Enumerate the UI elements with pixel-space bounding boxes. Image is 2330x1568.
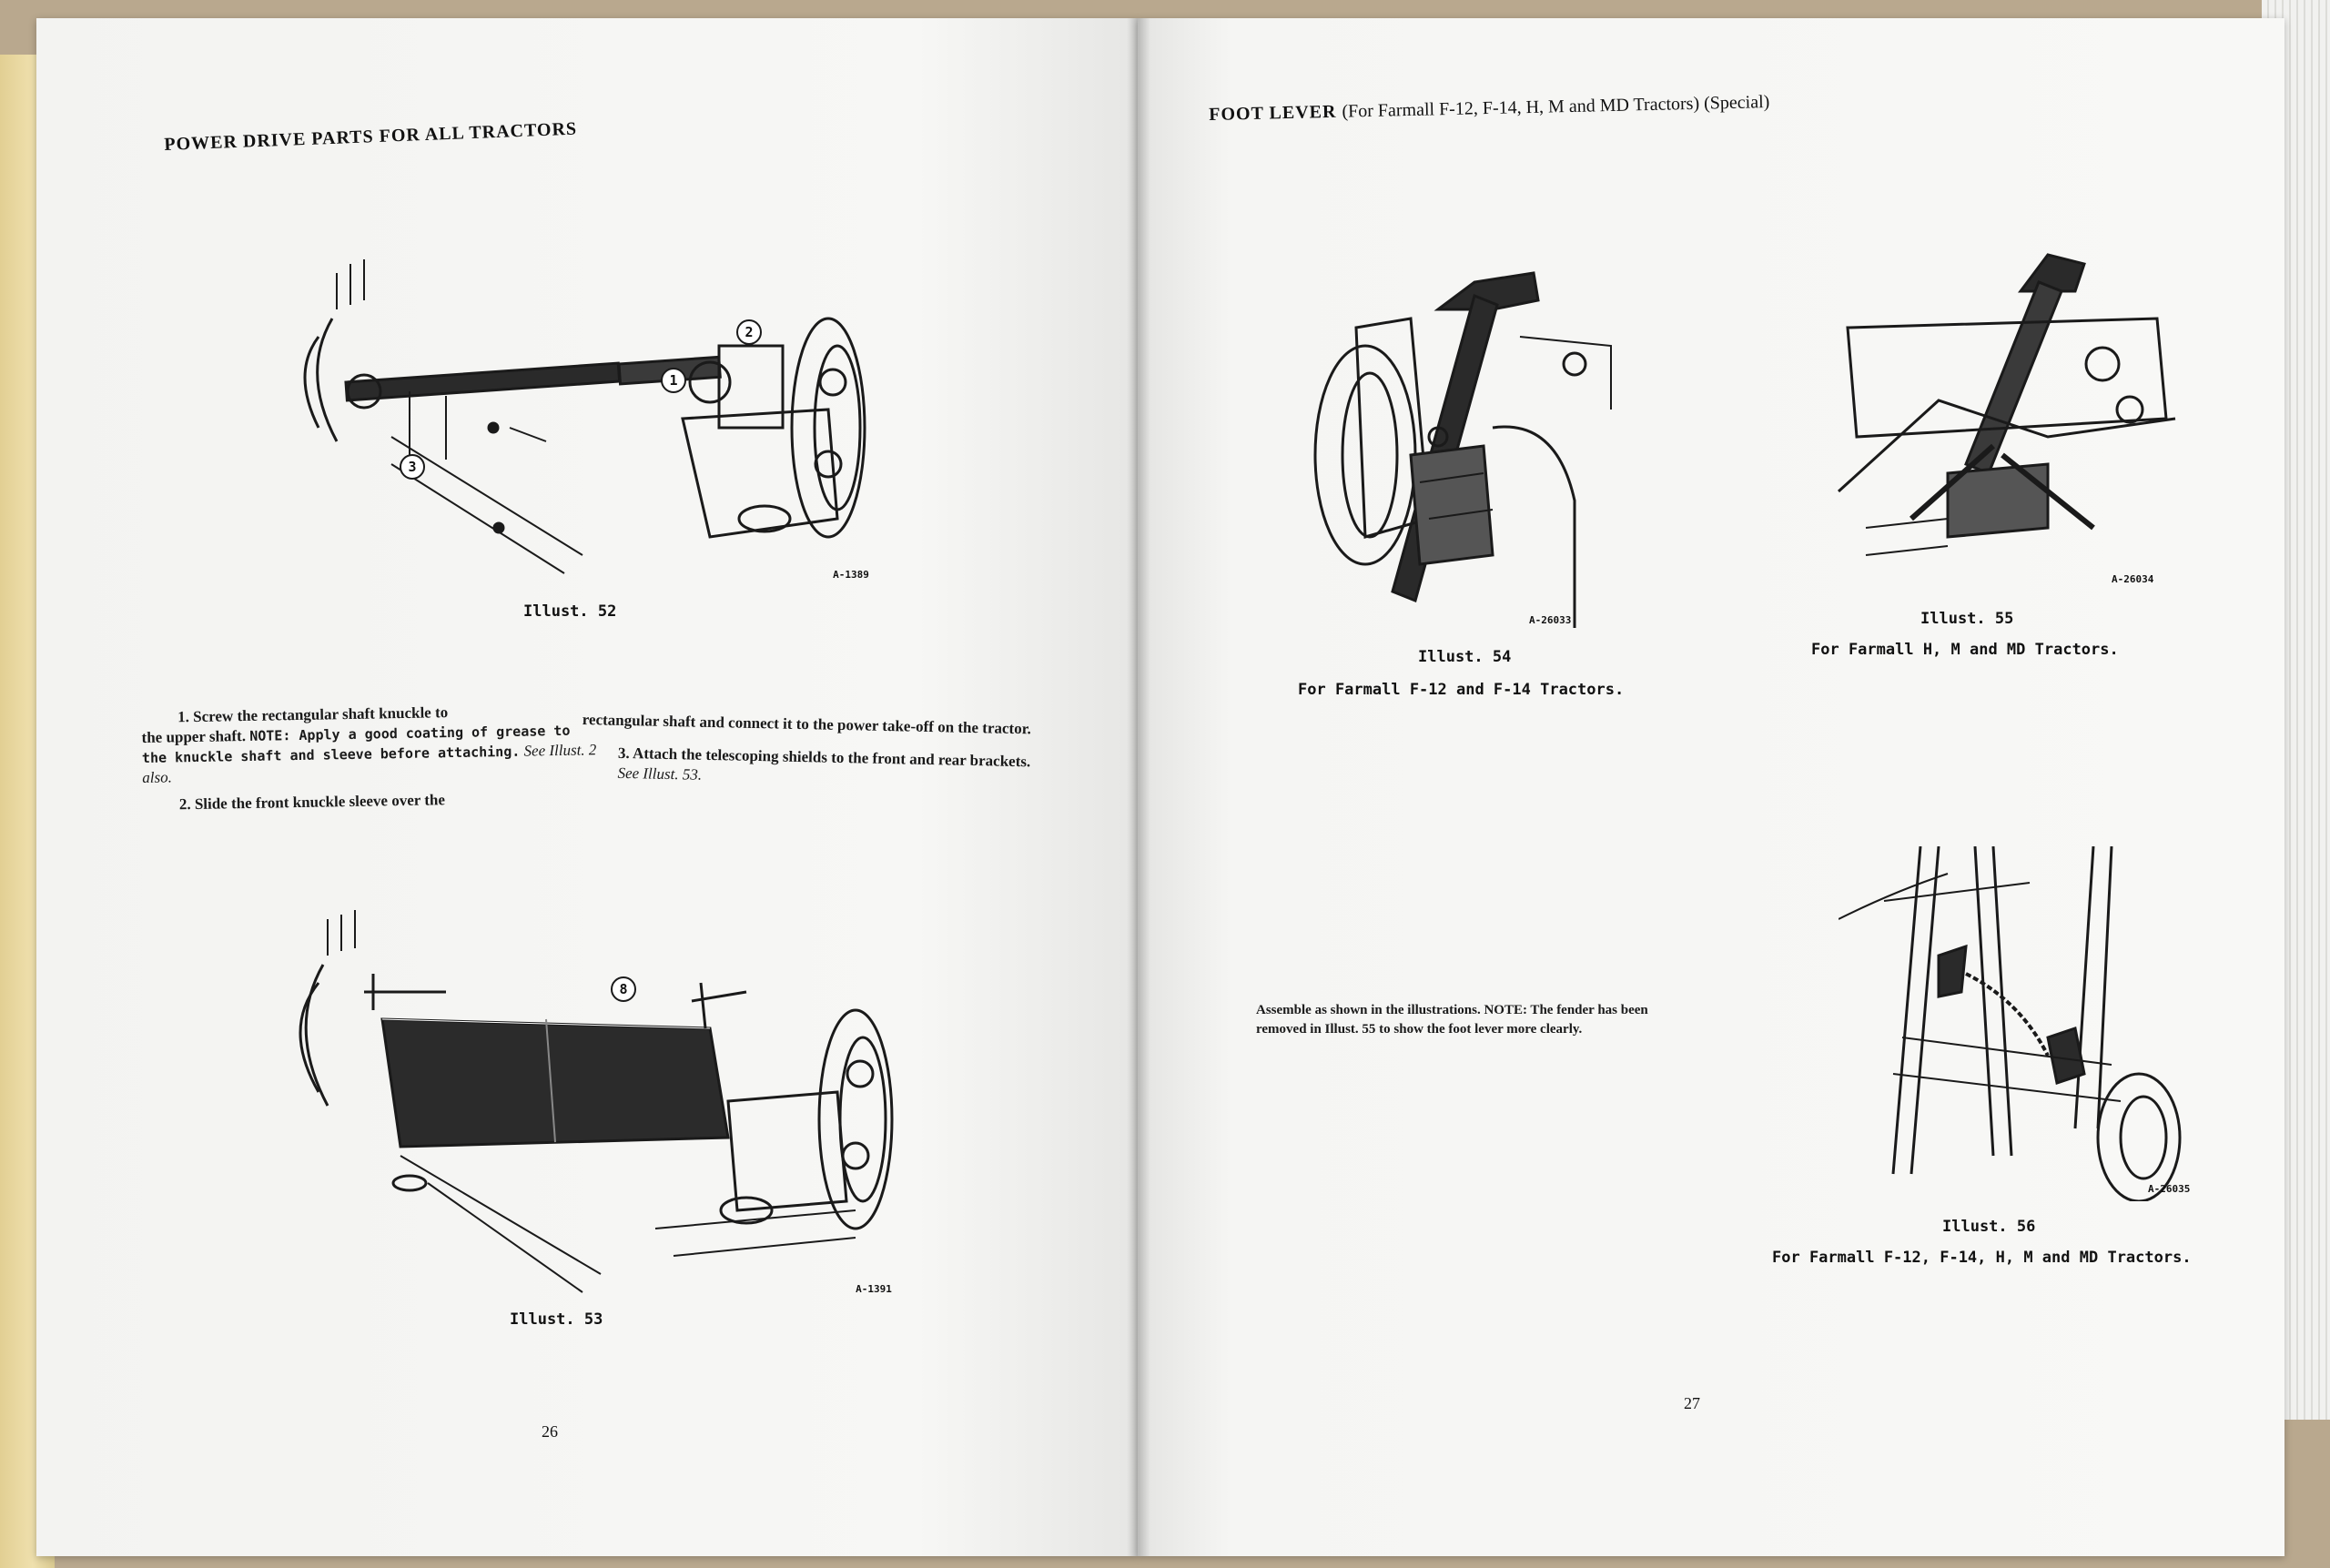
book-gutter <box>1127 18 1150 1556</box>
figure-code: A-1391 <box>856 1283 892 1295</box>
step-1-cont: the upper shaft. <box>141 726 247 746</box>
illust-55-subcaption: For Farmall H, M and MD Tractors. <box>1811 641 2119 659</box>
callout-2: 2 <box>745 324 753 340</box>
figure-code: A-26034 <box>2112 573 2154 585</box>
assemble-note: Assemble as shown in the illustrations. … <box>1256 1003 1648 1037</box>
illust-54-caption: Illust. 54 <box>1418 648 1512 666</box>
page-number-left: 26 <box>542 1422 558 1441</box>
illust-56-subcaption: For Farmall F-12, F-14, H, M and MD Trac… <box>1772 1249 2192 1267</box>
left-page-heading: POWER DRIVE PARTS FOR ALL TRACTORS <box>164 118 578 155</box>
right-page: FOOT LEVER (For Farmall F-12, F-14, H, M… <box>1138 18 2284 1556</box>
illust-55-caption: Illust. 55 <box>1920 610 2014 628</box>
callout-3: 3 <box>408 459 416 475</box>
foot-lever-h-m-drawing: A-26034 <box>1837 253 2176 585</box>
step-3-see: See Illust. 53. <box>617 764 703 784</box>
heading-detail: (For Farmall F-12, F-14, H, M and MD Tra… <box>1342 92 1770 122</box>
instruction-column-1: 1. Screw the rectangular shaft knuckle t… <box>141 700 598 815</box>
callout-1: 1 <box>669 372 677 389</box>
power-shaft-drawing: 1 2 3 A-1389 <box>303 259 869 581</box>
illust-56-caption: Illust. 56 <box>1942 1218 2036 1236</box>
step-1-text: the upper shaft. NOTE: Apply a good coat… <box>141 720 597 788</box>
illust-54-subcaption: For Farmall F-12 and F-14 Tractors. <box>1298 681 1625 699</box>
foot-lever-installed-drawing: A-26035 <box>1839 846 2190 1201</box>
right-page-heading: FOOT LEVER (For Farmall F-12, F-14, H, M… <box>1209 92 1770 126</box>
illust-52-caption: Illust. 52 <box>523 602 617 621</box>
figure-code: A-1389 <box>833 569 869 581</box>
step-2-text: 2. Slide the front knuckle sleeve over t… <box>178 791 446 814</box>
illustration-55: A-26034 <box>1811 237 2230 601</box>
illustration-53: 8 A-1391 <box>273 910 928 1301</box>
illustration-54: A-26033 <box>1302 246 1757 637</box>
page-number-right: 27 <box>1684 1394 1700 1412</box>
instruction-column-2: rectangular shaft and connect it to the … <box>581 710 1056 793</box>
figure-code: A-26035 <box>2148 1183 2190 1195</box>
heading-title: FOOT LEVER <box>1209 101 1337 125</box>
callout-8: 8 <box>619 981 627 997</box>
illustration-52: 1 2 3 A-1389 <box>282 246 919 582</box>
step-2-cont: rectangular shaft and connect it to the … <box>582 710 1032 738</box>
foot-lever-f12-drawing: A-26033 <box>1313 271 1612 628</box>
figure-code: A-26033 <box>1529 614 1571 626</box>
open-book: POWER DRIVE PARTS FOR ALL TRACTORS <box>36 18 2284 1556</box>
telescoping-shield-drawing: 8 A-1391 <box>299 910 894 1295</box>
illustration-56: A-26035 <box>1839 846 2257 1201</box>
step-3-text: 3. Attach the telescoping shields to the… <box>581 743 1055 793</box>
left-page: POWER DRIVE PARTS FOR ALL TRACTORS <box>36 18 1138 1556</box>
illust-53-caption: Illust. 53 <box>510 1310 603 1329</box>
